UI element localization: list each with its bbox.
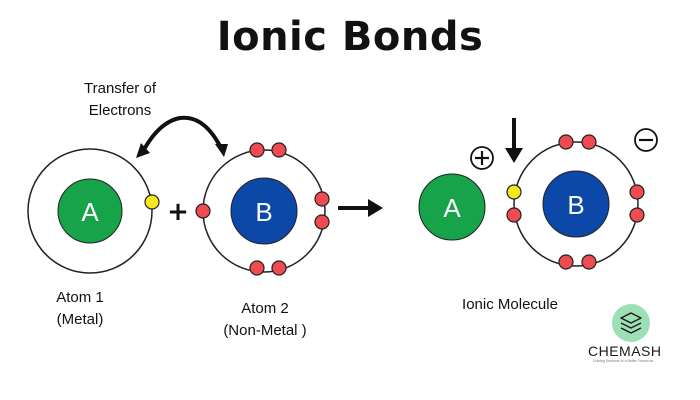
transfer-arrow-head-left — [136, 143, 150, 158]
transfer-arrow-head-right — [215, 144, 228, 157]
brand-tagline: Guiding Students to a Better Tomorrow — [592, 359, 654, 363]
electron — [629, 207, 645, 223]
atom-2-core — [230, 177, 298, 245]
transferred-electron — [506, 184, 522, 200]
down-arrow-head — [505, 148, 523, 163]
anion-outer-shell — [513, 141, 639, 267]
electron — [581, 134, 597, 150]
electron — [629, 184, 645, 200]
electron — [249, 260, 265, 276]
electron — [558, 254, 574, 270]
cation-a: A — [418, 146, 494, 241]
chemash-logo-icon — [612, 304, 650, 342]
ionic-molecule-label: Ionic Molecule — [462, 296, 558, 313]
electron — [314, 214, 330, 230]
atom-2-symbol: B — [255, 197, 272, 227]
atom-1: A — [27, 148, 160, 274]
electron — [195, 203, 211, 219]
plus-sign: + — [167, 197, 189, 227]
brand-name: CHEMASH — [588, 343, 662, 359]
electron — [581, 254, 597, 270]
anion-b: B — [506, 128, 658, 270]
brand: CHEMASH Guiding Students to a Better Tom… — [588, 303, 662, 363]
transfer-arrow — [139, 115, 224, 156]
page-title: Ionic Bonds — [216, 14, 484, 60]
transfer-label: Transfer of Electrons — [84, 80, 156, 119]
atom-1-symbol: A — [81, 197, 99, 227]
atom-1-valence-electron — [144, 194, 160, 210]
cation-symbol: A — [443, 193, 461, 223]
atom-1-label: Atom 1 (Metal) — [56, 289, 104, 328]
atom-2: B — [195, 142, 330, 276]
anion-symbol: B — [567, 190, 584, 220]
atom-1-outer-shell — [27, 148, 153, 274]
electron — [558, 134, 574, 150]
electron — [314, 191, 330, 207]
reaction-arrow-head — [368, 199, 383, 217]
electron — [271, 260, 287, 276]
anion-core — [542, 170, 610, 238]
electron — [506, 207, 522, 223]
atom-2-label: Atom 2 (Non-Metal ) — [223, 300, 307, 339]
atom-1-core — [57, 178, 123, 244]
electron — [249, 142, 265, 158]
cation-core — [418, 173, 486, 241]
electron — [271, 142, 287, 158]
